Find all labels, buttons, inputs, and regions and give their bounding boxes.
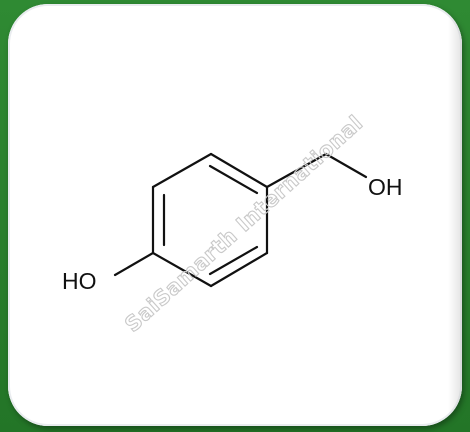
ring-double-bond-inner-bottom-right	[208, 245, 259, 276]
bond-ring-to-ch2	[265, 152, 328, 189]
benzene-ring	[151, 152, 269, 288]
image-card	[8, 4, 462, 426]
ring-bond-top-right	[209, 152, 269, 189]
ring-bond-bottom-right	[209, 251, 269, 288]
label-hydroxyl-left: HO	[62, 268, 97, 294]
watermark-text: SaiSamarth International	[120, 111, 367, 337]
bond-ring-to-ho	[113, 251, 155, 277]
ring-double-bond-inner-top-right	[208, 164, 259, 195]
bond-ch2-to-oh	[324, 152, 368, 179]
ring-bond-bottom-left	[151, 251, 213, 288]
ring-bond-top-left	[151, 152, 213, 189]
label-hydroxyl-right: OH	[368, 174, 403, 200]
substituent-bonds	[113, 152, 368, 277]
